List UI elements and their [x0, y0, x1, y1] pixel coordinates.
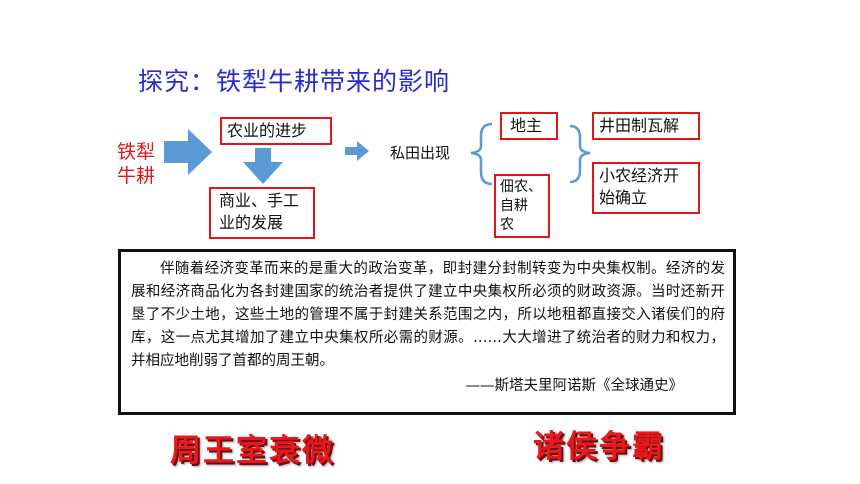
box-tenant-line3: 农 — [500, 217, 514, 233]
iron-plough-label-line2: 牛耕 — [116, 165, 155, 187]
quote-box: 伴随着经济变革而来的是重大的政治变革，即封建分封制转变为中央集权制。经济的发展和… — [118, 249, 736, 415]
box-small-farming-line2: 始确立 — [599, 188, 648, 207]
conclusion-right: 诸侯争霸 — [533, 429, 665, 465]
private-land-label: 私田出现 — [390, 144, 451, 162]
box-tenant: 佃农、 自耕 农 — [494, 174, 550, 238]
conclusion-left: 周王室衰微 — [170, 433, 335, 469]
box-landlord-text: 地主 — [510, 116, 543, 135]
bracket-left — [470, 122, 493, 186]
box-tenant-line2: 自耕 — [500, 198, 528, 214]
iron-plough-label: 铁犁 牛耕 — [112, 140, 160, 188]
box-commerce-line2: 业的发展 — [219, 213, 284, 232]
box-well-field: 井田制瓦解 — [592, 112, 700, 140]
box-tenant-line1: 佃农、 — [500, 179, 542, 195]
arrow-right-small — [345, 141, 369, 161]
quote-body: 伴随着经济变革而来的是重大的政治变革，即封建分封制转变为中央集权制。经济的发展和… — [131, 261, 725, 369]
box-small-farming-line1: 小农经济开 — [599, 166, 680, 185]
page-title: 探究：铁犁牛耕带来的影响 — [138, 67, 451, 96]
arrow-down — [243, 148, 283, 184]
box-agriculture: 农业的进步 — [220, 117, 332, 145]
box-small-farming: 小农经济开 始确立 — [592, 162, 700, 214]
box-commerce-line1: 商业、手工 — [219, 191, 300, 210]
bracket-right — [569, 124, 591, 184]
box-landlord: 地主 — [500, 112, 558, 140]
box-agriculture-text: 农业的进步 — [227, 121, 308, 140]
iron-plough-label-line1: 铁犁 — [116, 141, 155, 163]
quote-source: ——斯塔夫里阿诺斯《全球通史》 — [465, 378, 684, 394]
box-well-field-text: 井田制瓦解 — [599, 116, 680, 135]
arrow-right-large — [164, 129, 212, 175]
box-commerce: 商业、手工 业的发展 — [209, 187, 315, 239]
